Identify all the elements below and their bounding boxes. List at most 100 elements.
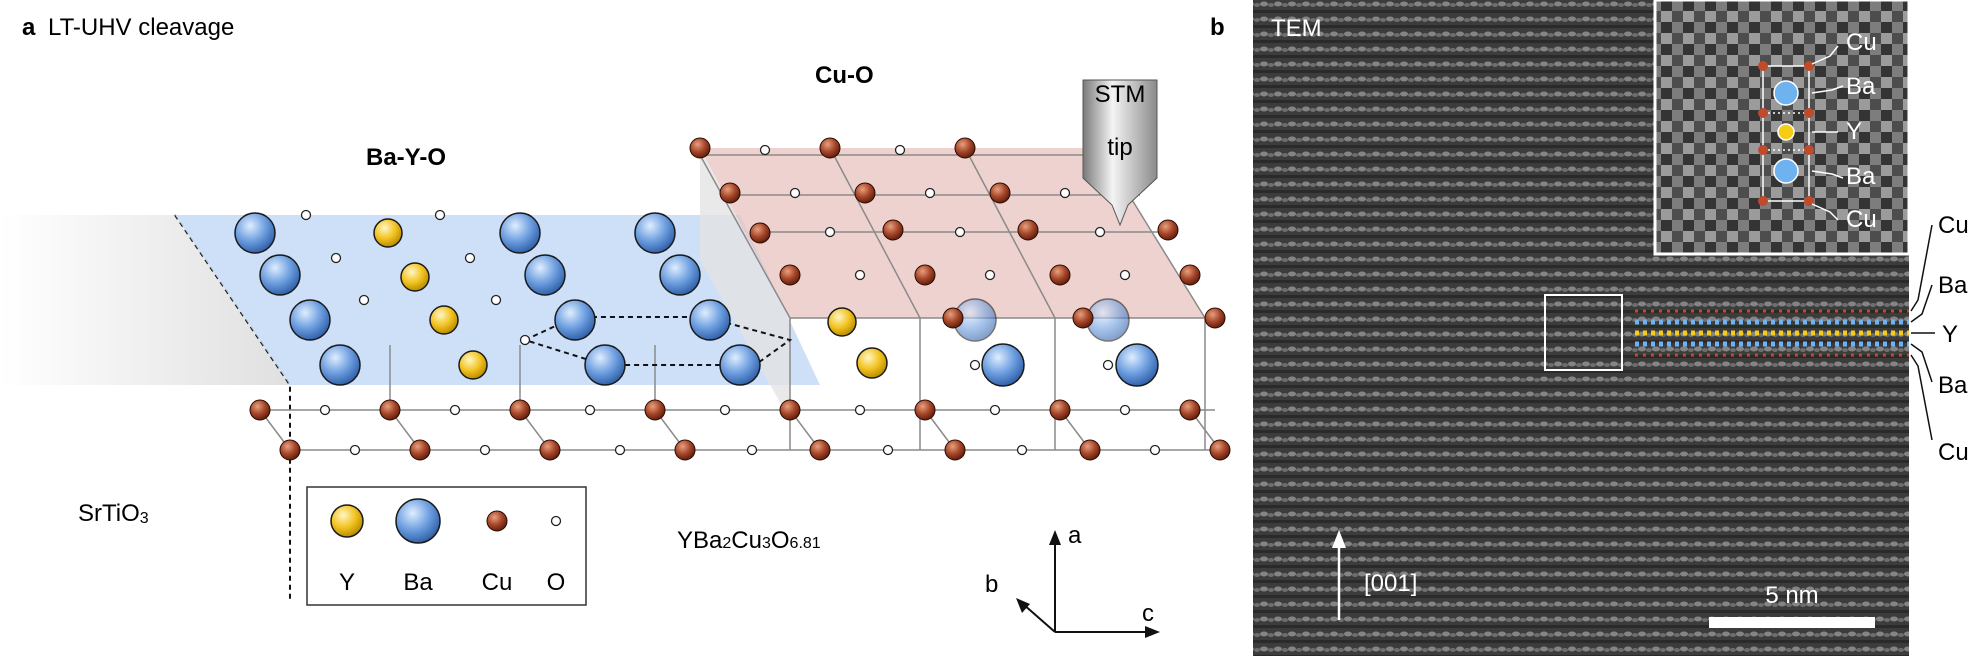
inset-cu-marker [1758, 196, 1768, 206]
ba-atom [259, 254, 301, 296]
panel-a-letter: a [22, 14, 36, 41]
ba-atom [234, 212, 276, 254]
compound-formula: YBa2Cu3O6.81 [677, 527, 821, 554]
o-atom [614, 444, 626, 456]
inset-label-cu-top: Cu [1846, 29, 1877, 56]
o-atom [584, 404, 596, 416]
cu-atoms [249, 137, 1231, 461]
o-atom [789, 187, 801, 199]
inset-cu-marker [1804, 196, 1814, 206]
y-atom [373, 218, 403, 248]
cu-atom [509, 399, 531, 421]
substrate-region [0, 215, 290, 385]
ba-atom [1115, 343, 1159, 387]
layer-label-bayo: Ba-Y-O [366, 144, 446, 171]
inset-y-marker [1777, 123, 1795, 141]
legend-ba-label: Ba [403, 569, 433, 596]
y-atom [458, 350, 488, 380]
inset-ba-marker [1773, 158, 1799, 184]
o-atom [924, 187, 936, 199]
legend-y-swatch [330, 504, 364, 538]
crystal-axes [1016, 530, 1160, 638]
cu-atom [809, 439, 831, 461]
o-atom [434, 209, 446, 221]
legend-cu-label: Cu [482, 569, 513, 596]
cu-atom [1157, 219, 1179, 241]
cu-atom [1049, 264, 1071, 286]
o-atom [300, 209, 312, 221]
inset-cu-marker [1758, 61, 1768, 71]
cu-atom [854, 182, 876, 204]
y-atom [827, 307, 857, 337]
cu-atom [954, 137, 976, 159]
o-atom [759, 144, 771, 156]
inset-label-ba-top: Ba [1846, 73, 1876, 100]
cu-atom [914, 399, 936, 421]
panel-b-letter: b [1210, 14, 1225, 41]
o-atom [1094, 226, 1106, 238]
o-atom [1016, 444, 1028, 456]
cu-atom [719, 182, 741, 204]
cu-atom [1017, 219, 1039, 241]
stm-tip-label-2: tip [1107, 134, 1132, 161]
o-atom [882, 444, 894, 456]
cu-atom [1204, 307, 1226, 329]
o-atom [330, 252, 342, 264]
ba-atom [554, 299, 596, 341]
cu-atom [914, 264, 936, 286]
legend-ba-swatch [395, 498, 441, 544]
cu-atom [1209, 439, 1231, 461]
tem-label: TEM [1271, 15, 1322, 42]
cu-atom [539, 439, 561, 461]
side-label-ba-top: Ba [1938, 272, 1968, 299]
o-atom [969, 359, 981, 371]
o-atom [984, 269, 996, 281]
ba-atom [319, 344, 361, 386]
y-atom [856, 347, 888, 379]
cu-atom [749, 222, 771, 244]
legend-cu-swatch [486, 510, 508, 532]
o-atoms [300, 144, 1161, 456]
cu-atom [944, 439, 966, 461]
ba-atom [719, 344, 761, 386]
axis-label-b: b [985, 571, 998, 598]
o-atom [519, 334, 531, 346]
o-atom [1119, 404, 1131, 416]
side-leaders [1910, 224, 1935, 441]
stm-tip: STM tip [1082, 79, 1158, 227]
inset-cu-marker [1758, 108, 1768, 118]
o-atom [1059, 187, 1071, 199]
cu-atom [409, 439, 431, 461]
cu-atom [1049, 399, 1071, 421]
cu-atom [379, 399, 401, 421]
stm-tip-label-1: STM [1095, 81, 1146, 108]
legend-o-label: O [547, 569, 566, 596]
axis-label-a: a [1068, 522, 1082, 549]
cu-atom [819, 137, 841, 159]
y-atom [429, 305, 459, 335]
substrate-label: SrTiO3 [78, 500, 149, 527]
tem-inset: Cu Ba Y Ba Cu [1653, 0, 1911, 256]
cu-atom [779, 399, 801, 421]
inset-label-y: Y [1846, 118, 1862, 145]
cu-atom [779, 264, 801, 286]
o-atom [464, 252, 476, 264]
inset-label-ba-bottom: Ba [1846, 163, 1876, 190]
layer-label-cuo: Cu-O [815, 62, 874, 89]
cuo-plane [700, 148, 1205, 318]
cu-atom [1072, 307, 1094, 329]
ba-atom [981, 343, 1025, 387]
tem-selection-box [1544, 294, 1623, 371]
inset-cu-marker [1804, 108, 1814, 118]
ba-atom [289, 299, 331, 341]
inset-cu-marker [1804, 61, 1814, 71]
o-atom [954, 226, 966, 238]
cu-atom [644, 399, 666, 421]
o-atom [490, 294, 502, 306]
panel-b: b TEM [001] 5 nm [1210, 0, 1969, 656]
inset-cu-marker [1758, 145, 1768, 155]
legend-y-label: Y [339, 569, 355, 596]
direction-label: [001] [1364, 570, 1417, 597]
axis-label-c: c [1142, 600, 1154, 627]
